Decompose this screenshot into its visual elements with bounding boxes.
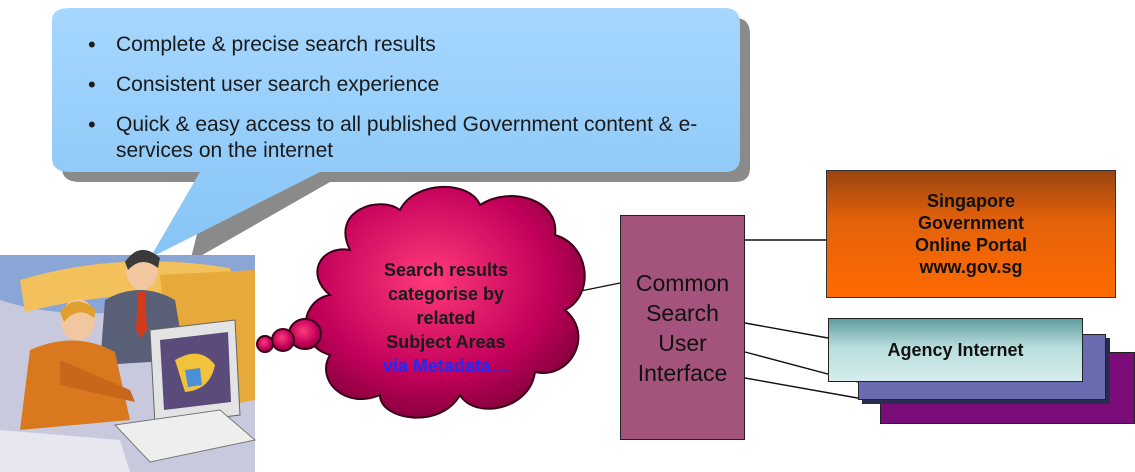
cloud-label: Search results categorise by related Sub… xyxy=(336,258,556,378)
cloud-highlight: via Metadata… xyxy=(382,356,510,376)
bullet-icon: • xyxy=(88,72,96,97)
interface-line: Search xyxy=(646,299,719,326)
common-search-interface-box: Common Search User Interface xyxy=(620,215,745,440)
people-at-computer-illustration xyxy=(0,249,257,472)
interface-line: User xyxy=(658,329,707,356)
portal-line: Singapore xyxy=(926,191,1015,211)
portal-line: Online Portal xyxy=(914,235,1028,255)
benefit-item: • Quick & easy access to all published G… xyxy=(88,112,698,164)
benefits-list: • Complete & precise search results • Co… xyxy=(88,32,698,178)
speech-bubble xyxy=(52,8,740,258)
cloud-line: Subject Areas xyxy=(386,332,506,352)
benefit-item: • Consistent user search experience xyxy=(88,72,698,98)
benefit-text: Quick & easy access to all published Gov… xyxy=(116,113,698,162)
interface-line: Common xyxy=(635,269,730,296)
agency-label: Agency Internet xyxy=(887,339,1024,360)
bullet-icon: • xyxy=(88,32,96,57)
government-portal-box: Singapore Government Online Portal www.g… xyxy=(826,170,1116,298)
benefit-text: Complete & precise search results xyxy=(116,33,436,56)
interface-line: Interface xyxy=(637,359,728,386)
portal-url: www.gov.sg xyxy=(919,257,1023,277)
cloud-line: categorise by xyxy=(387,284,505,304)
cloud-line: Search results xyxy=(383,260,509,280)
portal-line: Government xyxy=(917,213,1025,233)
bullet-icon: • xyxy=(88,112,96,137)
cloud-line: related xyxy=(416,308,476,328)
benefit-text: Consistent user search experience xyxy=(116,73,440,96)
thought-cloud xyxy=(256,185,586,419)
benefit-item: • Complete & precise search results xyxy=(88,32,698,58)
agency-internet-box: Agency Internet xyxy=(828,318,1083,382)
